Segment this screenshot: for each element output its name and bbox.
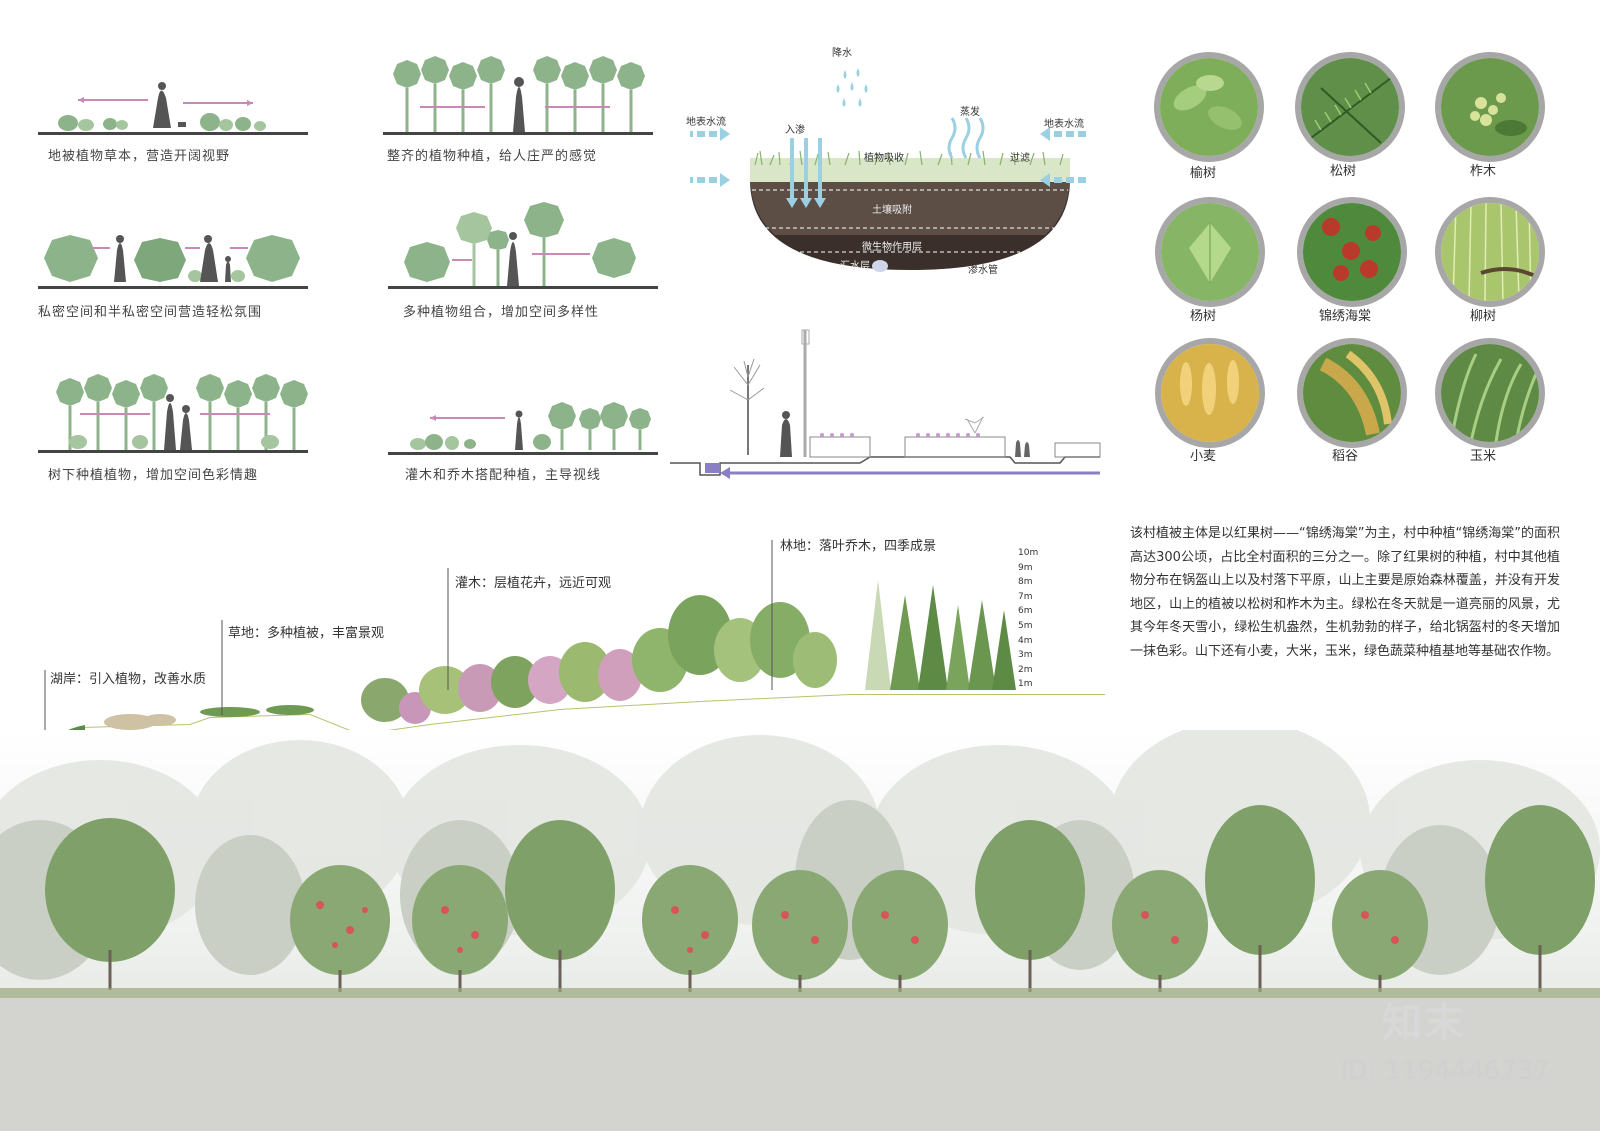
rice-icon	[1303, 344, 1401, 442]
shrub-cluster	[361, 642, 642, 724]
plant-photo-1	[1295, 52, 1405, 162]
plant-photo-0	[1154, 52, 1264, 162]
diagram-private-space	[44, 235, 300, 282]
elm-icon	[1160, 58, 1258, 156]
broadleaf-trees	[632, 595, 837, 692]
scale-tick: 9m	[1018, 562, 1033, 573]
conifer-forest	[865, 580, 1016, 690]
tree-panorama	[0, 730, 1600, 1131]
plant-name-7: 稻谷	[1331, 449, 1358, 464]
label-lake-shore: 湖岸：引入植物，改善水质	[50, 672, 207, 687]
label-shrub: 灌木：层植花卉，远近可观	[455, 576, 612, 591]
water-cycle-figure	[690, 68, 1086, 272]
plant-name-5: 柳树	[1469, 309, 1496, 324]
caption-open-view: 地被植物草本，营造开阔视野	[48, 149, 231, 164]
label-evap: 蒸发	[960, 107, 980, 118]
caption-shrub-tree: 灌木和乔木搭配种植，主导视线	[405, 468, 602, 483]
scale-tick: 10m	[1018, 548, 1039, 558]
oak-icon	[1441, 58, 1539, 156]
diagram-formal-planting	[393, 56, 645, 132]
street-section	[670, 329, 1101, 479]
label-pipe: 渗水管	[968, 265, 998, 276]
scale-tick: 1m	[1018, 679, 1033, 690]
diagram-shrub-tree	[410, 402, 651, 450]
plant-name-8: 玉米	[1469, 449, 1496, 464]
crabapple-icon	[1303, 203, 1401, 301]
ground-line	[38, 132, 308, 135]
ground-line	[383, 132, 653, 135]
plant-photo-5	[1435, 197, 1545, 307]
caption-understory: 树下种植植物，增加空间色彩情趣	[48, 468, 259, 483]
label-runoff-right: 地表水流	[1044, 119, 1084, 130]
label-micro: 微生物作用层	[862, 242, 922, 253]
watermark-logo: 知末	[1382, 1000, 1466, 1046]
caption-formal-planting: 整齐的植物种植，给人庄严的感觉	[387, 149, 598, 164]
plant-photo-4	[1297, 197, 1407, 307]
height-scale: 10m 9m 8m 7m 6m 5m 4m 3m 2m 1m	[1018, 546, 1038, 692]
corn-icon	[1441, 344, 1539, 442]
ground-line	[388, 452, 658, 455]
scale-tick: 2m	[1018, 664, 1033, 675]
ground-line	[38, 450, 308, 453]
plant-name-0: 榆树	[1189, 166, 1216, 181]
ground-line	[38, 286, 308, 289]
label-grassland: 草地：多种植被，丰富景观	[228, 626, 385, 641]
caption-mixed-planting: 多种植物组合，增加空间多样性	[403, 305, 600, 320]
wheat-icon	[1161, 344, 1259, 442]
label-filter: 过滤	[1010, 153, 1030, 164]
plant-photo-7	[1297, 338, 1407, 448]
plant-photo-3	[1155, 197, 1265, 307]
label-absorb: 植物吸收	[864, 153, 904, 164]
label-soil: 土壤吸附	[872, 205, 912, 216]
pine-icon	[1301, 58, 1399, 156]
ground-line	[388, 286, 658, 289]
label-forest: 林地：落叶乔木，四季成景	[780, 539, 937, 554]
plant-name-1: 松树	[1329, 164, 1356, 179]
scale-tick: 6m	[1018, 606, 1033, 617]
caption-private-space: 私密空间和半私密空间营造轻松氛围	[38, 305, 263, 320]
scale-tick: 3m	[1018, 650, 1033, 661]
label-collect: 汇水层	[840, 261, 870, 272]
poplar-icon	[1161, 203, 1259, 301]
vegetation-description: 该村植被主体是以红果树——“锦绣海棠”为主，村中种植“锦绣海棠”的面积高达300…	[1130, 526, 1560, 659]
plant-name-6: 小麦	[1189, 449, 1216, 464]
plant-photo-8	[1435, 338, 1545, 448]
scale-tick: 8m	[1018, 577, 1033, 588]
scale-tick: 5m	[1018, 620, 1033, 631]
label-runoff-left: 地表水流	[686, 117, 726, 128]
plant-name-4: 锦绣海棠	[1318, 309, 1371, 324]
diagram-open-view	[58, 82, 266, 131]
plant-name-2: 柞木	[1469, 164, 1496, 179]
label-infiltrate: 入渗	[785, 125, 805, 136]
scale-tick: 7m	[1018, 591, 1033, 602]
plant-name-3: 杨树	[1189, 309, 1216, 324]
plant-photo-6	[1155, 338, 1265, 448]
willow-icon	[1441, 203, 1539, 301]
diagram-mixed-planting	[404, 202, 636, 286]
scale-tick: 4m	[1018, 635, 1033, 646]
watermark-id: ID: 1194446737	[1340, 1056, 1551, 1086]
plant-photo-2	[1435, 52, 1545, 162]
diagram-understory	[56, 374, 308, 450]
label-rain: 降水	[832, 48, 852, 59]
